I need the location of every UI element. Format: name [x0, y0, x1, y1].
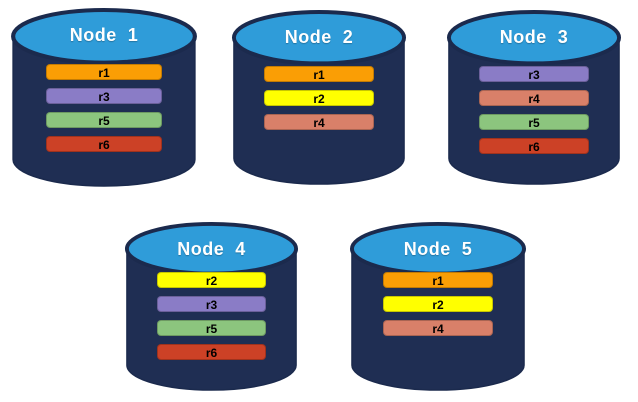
record-bar-r4: r4 [264, 114, 374, 130]
node-4-cylinder: Node 4 r2 r3 r5 r6 [124, 222, 299, 392]
record-bar-r6: r6 [479, 138, 589, 154]
record-bar-r2: r2 [264, 90, 374, 106]
record-bar-r3: r3 [157, 296, 266, 312]
node-title: Node 3 [499, 27, 569, 47]
record-bar-r5: r5 [45, 112, 163, 128]
record-list: r1 r2 r4 [349, 272, 527, 336]
record-bar-r1: r1 [45, 64, 163, 80]
record-bar-r4: r4 [479, 90, 589, 106]
record-bar-r6: r6 [45, 136, 163, 152]
record-bar-r5: r5 [157, 320, 266, 336]
node-title: Node 1 [69, 25, 139, 45]
record-list: r2 r3 r5 r6 [124, 272, 299, 360]
node-title: Node 4 [177, 239, 246, 259]
record-list: r1 r2 r4 [231, 66, 407, 130]
node-title: Node 5 [403, 239, 473, 259]
node-title: Node 2 [284, 27, 354, 47]
record-bar-r6: r6 [157, 344, 266, 360]
record-bar-r3: r3 [479, 66, 589, 82]
record-bar-r1: r1 [382, 272, 494, 288]
node-5-cylinder: Node 5 r1 r2 r4 [349, 222, 527, 392]
record-bar-r4: r4 [382, 320, 494, 336]
node-2-cylinder: Node 2 r1 r2 r4 [231, 10, 407, 186]
record-bar-r2: r2 [157, 272, 266, 288]
node-1-cylinder: Node 1 r1 r3 r5 r6 [10, 8, 198, 188]
record-list: r3 r4 r5 r6 [446, 66, 622, 154]
record-bar-r1: r1 [264, 66, 374, 82]
node-3-cylinder: Node 3 r3 r4 r5 r6 [446, 10, 622, 186]
record-bar-r2: r2 [382, 296, 494, 312]
record-bar-r5: r5 [479, 114, 589, 130]
record-list: r1 r3 r5 r6 [10, 64, 198, 152]
record-bar-r3: r3 [45, 88, 163, 104]
